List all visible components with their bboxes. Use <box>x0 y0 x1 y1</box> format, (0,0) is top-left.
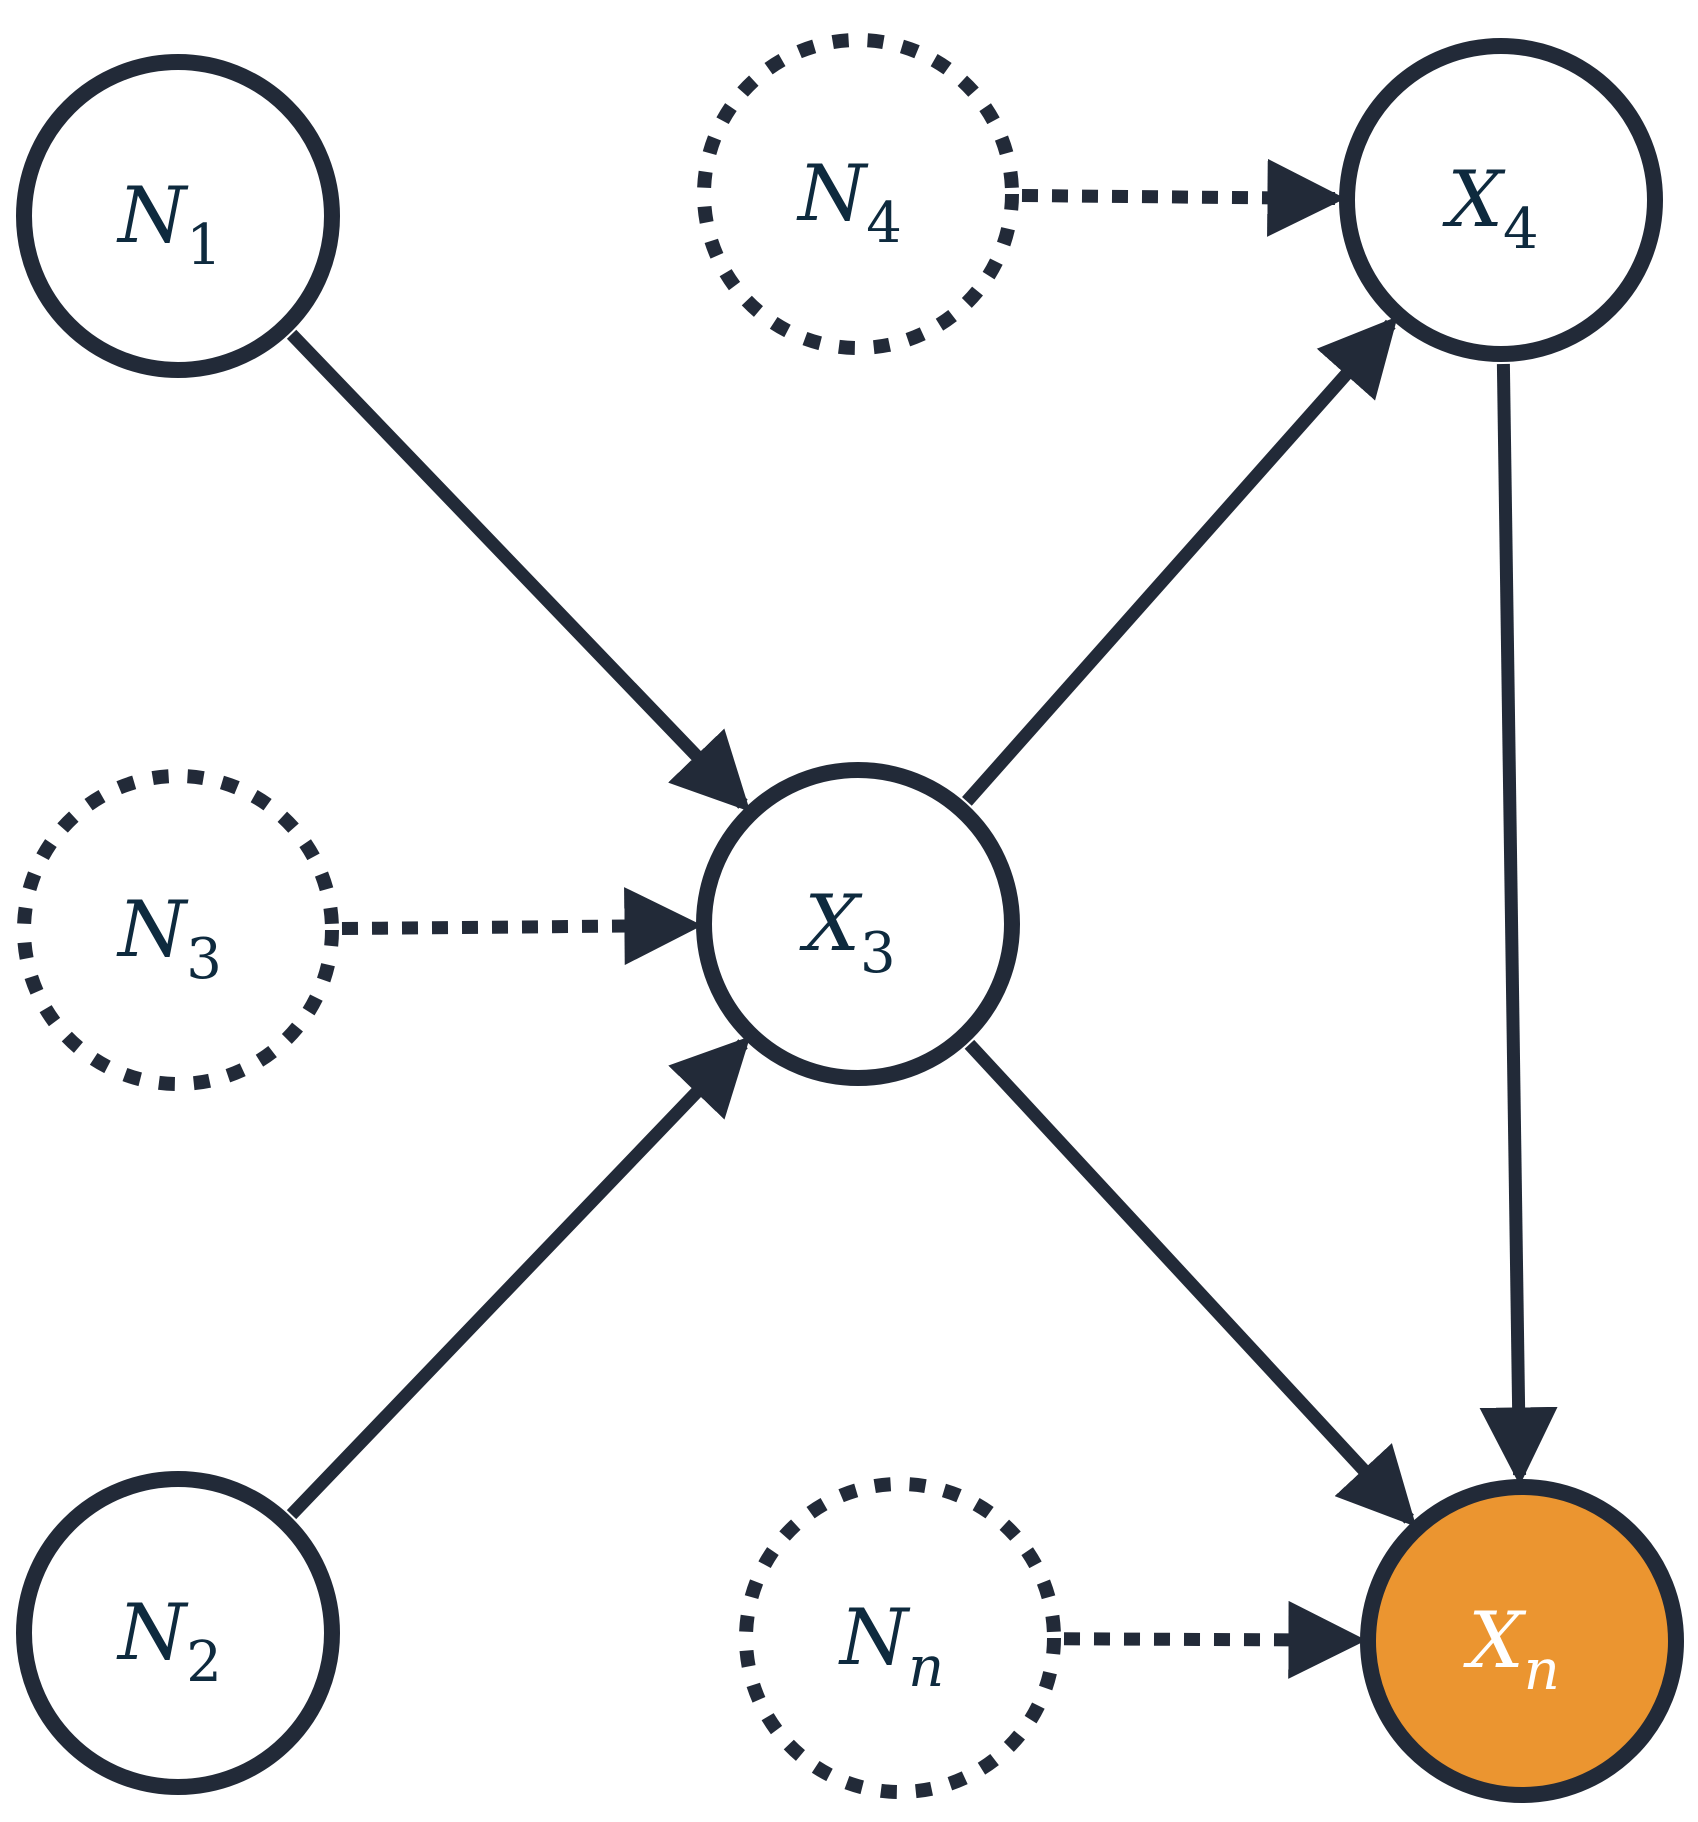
node-N4: N4 <box>697 33 1019 355</box>
edge-X3-to-X4 <box>962 316 1398 806</box>
node-circle <box>1339 38 1663 362</box>
node-circle <box>16 54 340 378</box>
node-label: Nn <box>838 1593 944 1700</box>
node-label: N1 <box>116 171 222 278</box>
node-Nn: Nn <box>739 1477 1061 1799</box>
node-circle <box>16 1471 340 1795</box>
node-label: Xn <box>1462 1596 1560 1703</box>
edge-N3-to-X3 <box>341 887 703 966</box>
edge-N2-to-X3 <box>286 1036 751 1520</box>
edge-N4-to-X4 <box>1021 158 1346 237</box>
edge-N1-to-X3 <box>286 329 751 812</box>
edge-Nn-to-Xn <box>1063 1600 1367 1679</box>
node-circle <box>697 33 1019 355</box>
node-circle <box>696 762 1020 1086</box>
node-label: X4 <box>1441 155 1538 262</box>
node-circle <box>739 1477 1061 1799</box>
edge-X3-to-Xn <box>964 1039 1417 1527</box>
node-N1: N1 <box>16 54 340 378</box>
edges <box>286 158 1558 1679</box>
node-label: N4 <box>796 149 902 256</box>
edge-X4-to-Xn <box>1479 363 1558 1486</box>
node-circle <box>17 769 339 1091</box>
node-X3: X3 <box>696 762 1020 1086</box>
node-label: N2 <box>116 1588 222 1695</box>
node-circle <box>1360 1479 1684 1803</box>
node-Xn: Xn <box>1360 1479 1684 1803</box>
node-N2: N2 <box>16 1471 340 1795</box>
node-label: X3 <box>798 879 895 986</box>
node-N3: N3 <box>17 769 339 1091</box>
node-label: N3 <box>116 885 222 992</box>
node-X4: X4 <box>1339 38 1663 362</box>
